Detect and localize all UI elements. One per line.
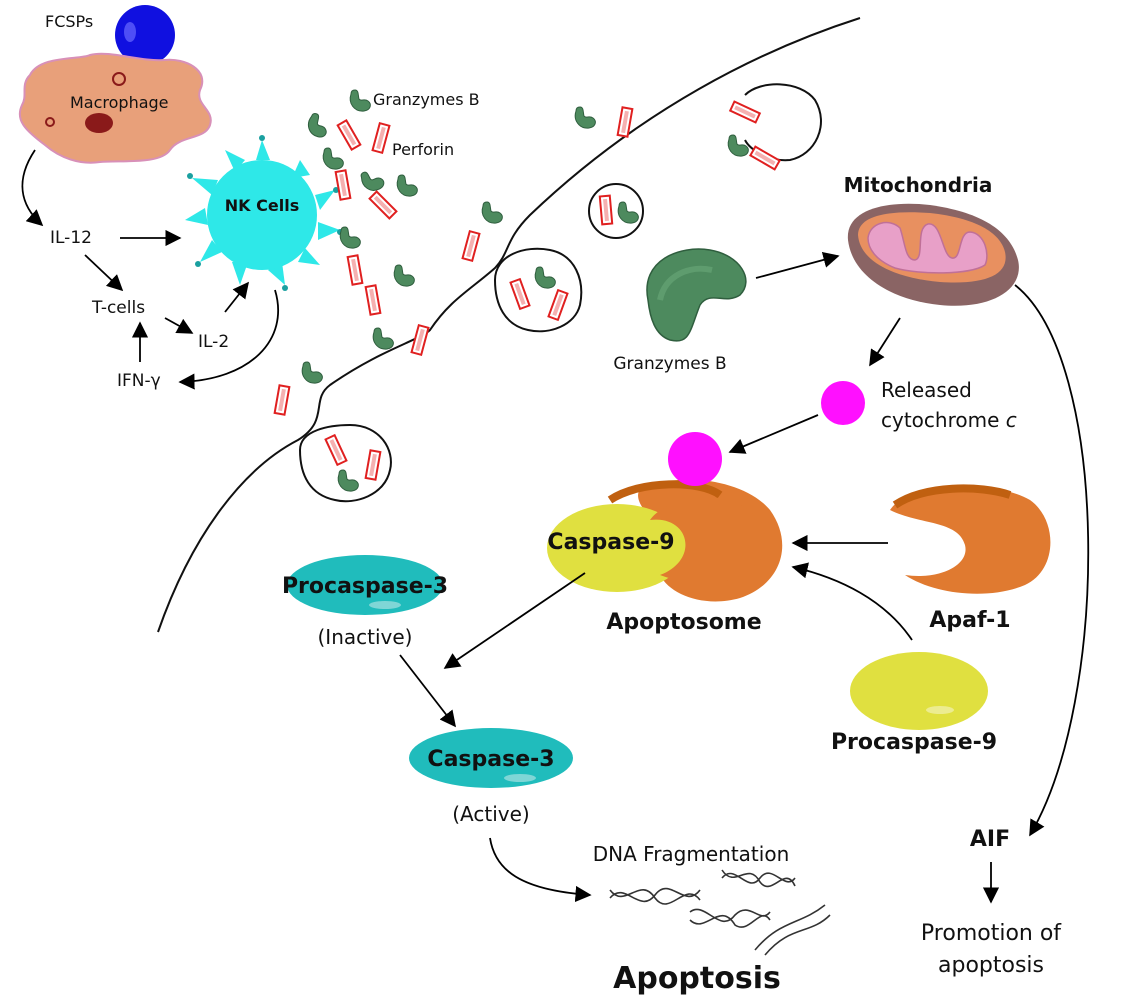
- cytokine-arrows: [21, 149, 280, 390]
- apoptosome: [547, 432, 783, 602]
- apoptosis-label: Apoptosis: [613, 961, 781, 996]
- caspase3-protein: [409, 728, 573, 788]
- inactive-label: (Inactive): [318, 625, 413, 649]
- granzymes-label-mid: Granzymes B: [613, 354, 726, 374]
- il2-label: IL-2: [198, 332, 229, 352]
- fcsps-particle: [115, 5, 175, 65]
- nk-cells-label: NK Cells: [225, 196, 299, 215]
- caspase9-label: Caspase-9: [547, 530, 674, 555]
- promotion-label-1: Promotion of: [921, 921, 1062, 946]
- aif-label: AIF: [970, 827, 1010, 852]
- apoptosome-label: Apoptosome: [606, 610, 761, 635]
- il12-label: IL-12: [50, 228, 92, 248]
- nk-cell: [185, 135, 343, 291]
- released-label-1: Released: [881, 378, 972, 402]
- promotion-label-2: apoptosis: [938, 953, 1044, 978]
- procaspase9-protein: [850, 652, 988, 730]
- dna-fragments: [609, 869, 831, 956]
- caspase3-label: Caspase-3: [427, 747, 554, 772]
- macrophage-cell: [18, 52, 212, 164]
- procaspase3-protein: [287, 555, 443, 615]
- cytochrome-c-released: [821, 381, 865, 425]
- granzyme-b-large: [646, 248, 747, 342]
- ifn-label: IFN-γ: [117, 371, 161, 391]
- target-cell-membrane: [157, 17, 861, 633]
- active-label: (Active): [452, 802, 529, 826]
- released-label-2: cytochrome c: [881, 408, 1017, 432]
- mitochondria-label: Mitochondria: [844, 173, 993, 197]
- perforin-label: Perforin: [392, 140, 454, 159]
- apaf1-protein: [890, 484, 1051, 594]
- fcsps-label: FCSPs: [45, 12, 93, 31]
- procaspase9-label: Procaspase-9: [831, 730, 997, 755]
- dna-fragmentation-label: DNA Fragmentation: [593, 842, 790, 866]
- pathway-arrows: [399, 251, 1090, 904]
- procaspase3-label: Procaspase-3: [282, 574, 448, 599]
- apaf1-label: Apaf-1: [929, 608, 1010, 633]
- macrophage-label: Macrophage: [70, 93, 169, 112]
- granzymes-label-top: Granzymes B: [373, 90, 480, 109]
- tcells-label: T-cells: [91, 298, 145, 318]
- mitochondria: [847, 203, 1019, 306]
